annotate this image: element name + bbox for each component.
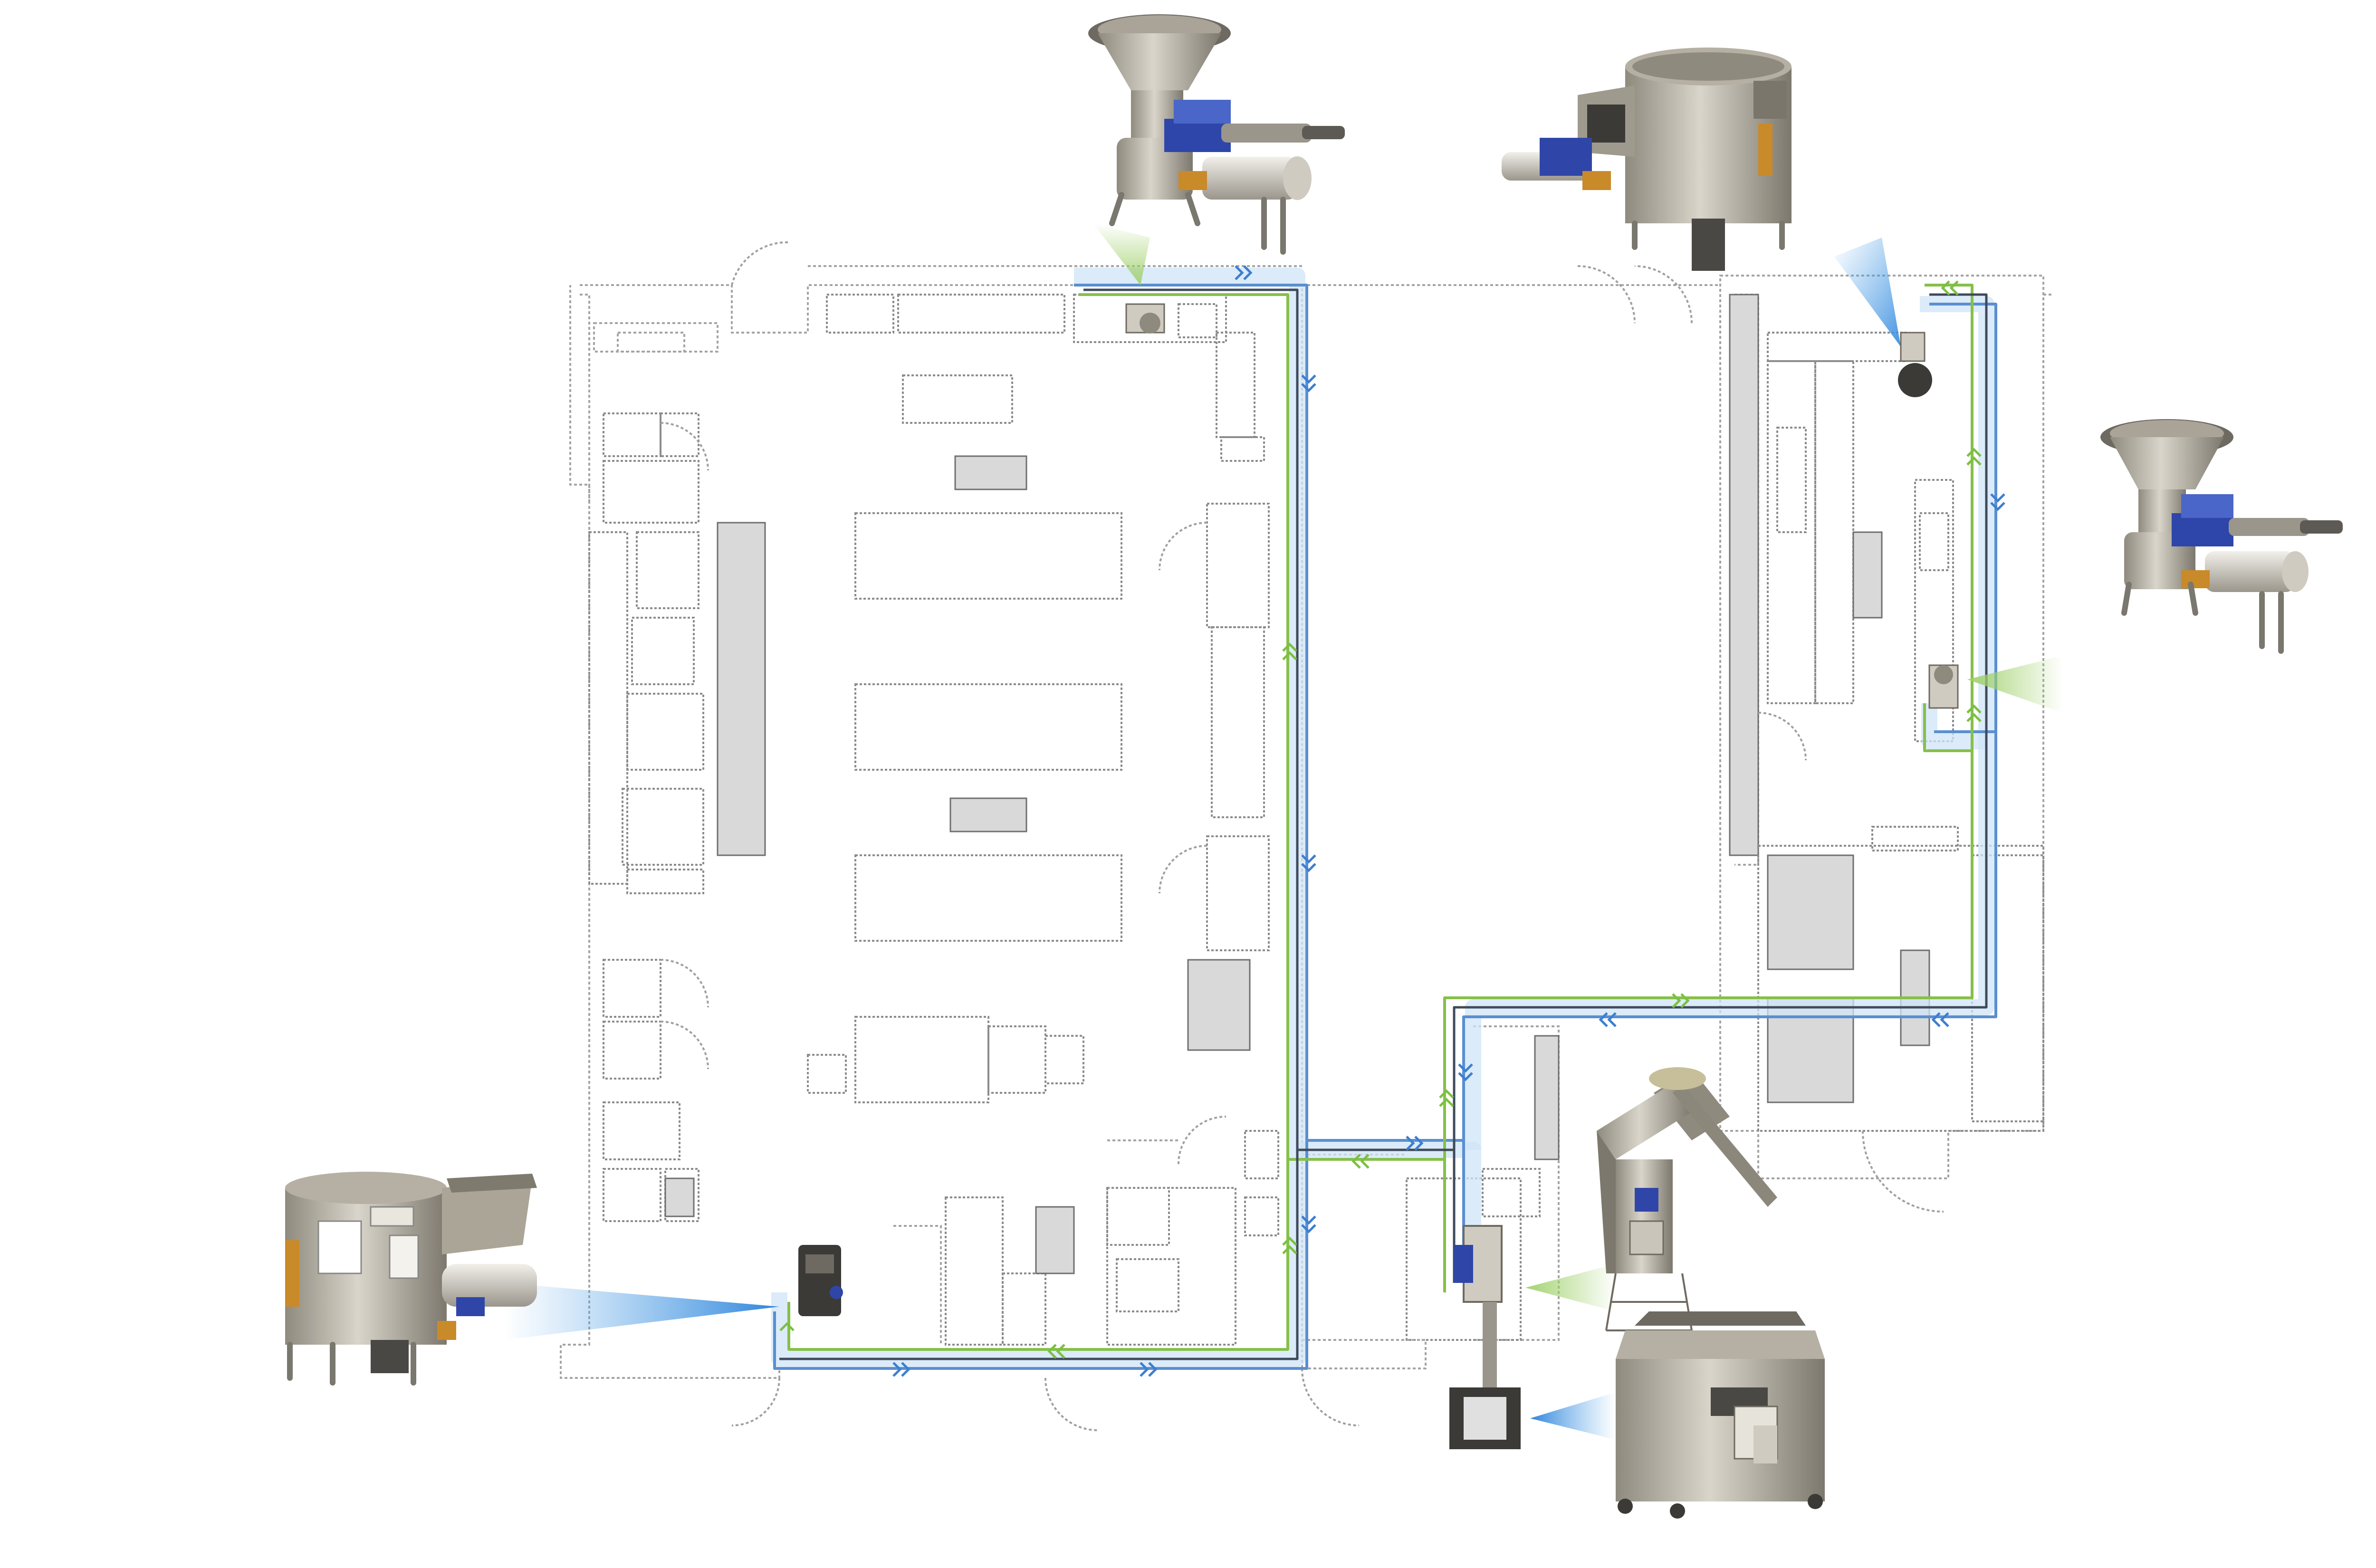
right-floor-plan — [1301, 265, 2053, 1426]
chevron-double-icon — [1931, 1012, 1949, 1027]
disposer-unit-right — [2100, 419, 2343, 654]
chevron-double-icon — [1301, 1215, 1316, 1233]
flow-direction-markers — [779, 265, 2005, 1377]
chevron-double-icon — [779, 1322, 795, 1331]
chevron-double-icon — [1282, 642, 1297, 660]
chevron-double-icon — [1047, 1344, 1065, 1359]
chevron-double-icon — [1672, 993, 1690, 1008]
return-line — [787, 293, 1289, 1351]
chevron-double-icon — [1282, 1236, 1297, 1254]
chevron-double-icon — [1941, 280, 1959, 296]
supply-line — [773, 284, 1308, 1370]
disposer-unit-top — [1088, 14, 1345, 255]
light-beam-icon — [504, 1283, 779, 1340]
chevron-double-icon — [1301, 374, 1316, 392]
chevron-double-icon — [1235, 265, 1253, 280]
chevron-double-icon — [1458, 1063, 1473, 1081]
chevron-double-icon — [1140, 1362, 1158, 1377]
chevron-double-icon — [1439, 1089, 1454, 1107]
chevron-double-icon — [1599, 1012, 1617, 1027]
chevron-double-icon — [1990, 493, 2005, 511]
light-beam-icon — [1093, 223, 1150, 285]
left-floor-plan — [560, 241, 1303, 1431]
light-beam-icon — [1967, 656, 2062, 713]
processing-cabinet — [1616, 1311, 1825, 1519]
sump-station — [798, 303, 1959, 1449]
dewatering-press — [1597, 1067, 1777, 1331]
chevron-double-icon — [1301, 854, 1316, 872]
callout-beams — [504, 223, 2062, 1440]
light-beam-icon — [1525, 1264, 1616, 1311]
chevron-double-icon — [892, 1362, 910, 1377]
pipe-network — [771, 268, 1997, 1370]
main-pipe — [779, 288, 1299, 1360]
collector-tank-top — [1502, 48, 1792, 271]
chevron-double-icon — [1351, 1154, 1370, 1169]
light-beam-icon — [1834, 238, 1901, 347]
chevron-double-icon — [1406, 1136, 1424, 1151]
chevron-double-icon — [1966, 704, 1982, 722]
pulper-tank-left — [285, 1172, 537, 1386]
chevron-double-icon — [1966, 448, 1982, 466]
light-beam-icon — [1530, 1392, 1616, 1440]
